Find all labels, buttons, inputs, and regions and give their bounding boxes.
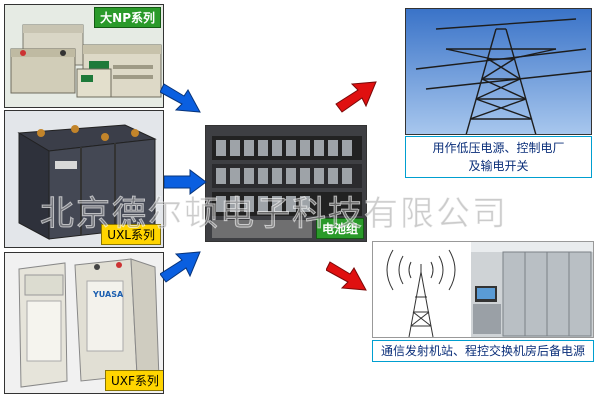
- telecom-image: [373, 242, 593, 337]
- np-series-label: 大NP系列: [94, 7, 161, 28]
- uxl-series-panel: UXL系列: [4, 110, 164, 248]
- power-usage-caption-line2: 及输电开关: [468, 159, 529, 173]
- radio-tower-icon: [386, 249, 456, 337]
- uxl-series-label: UXL系列: [101, 224, 161, 245]
- arrow-np-to-group-icon: [160, 83, 201, 113]
- battery-group-label: 电池组: [315, 218, 364, 239]
- telecom-caption: 通信发射机站、程控交换机房后备电源: [372, 340, 594, 362]
- arrow-group-to-telecom-icon: [326, 261, 367, 291]
- arrow-uxf-to-group-icon: [160, 251, 201, 283]
- uxf-battery-image: YUASA: [5, 253, 163, 393]
- telecom-panel: [372, 241, 594, 338]
- arrow-uxl-to-group-icon: [164, 169, 207, 195]
- power-usage-caption: 用作低压电源、控制电厂 及输电开关: [405, 136, 592, 178]
- arrow-group-to-power-icon: [335, 81, 377, 113]
- power-usage-caption-line1: 用作低压电源、控制电厂: [432, 141, 565, 155]
- uxf-series-label: UXF系列: [105, 370, 163, 391]
- uxf-series-panel: YUASA UXF系列: [4, 252, 164, 394]
- battery-group-panel: 电池组: [205, 125, 367, 242]
- power-tower-image: [406, 9, 591, 134]
- np-series-panel: 大NP系列: [4, 4, 164, 108]
- company-watermark: 北京德尔顿电子科技有限公司: [40, 194, 508, 235]
- power-tower-panel: [405, 8, 592, 135]
- yuasa-logo-text: YUASA: [92, 290, 124, 299]
